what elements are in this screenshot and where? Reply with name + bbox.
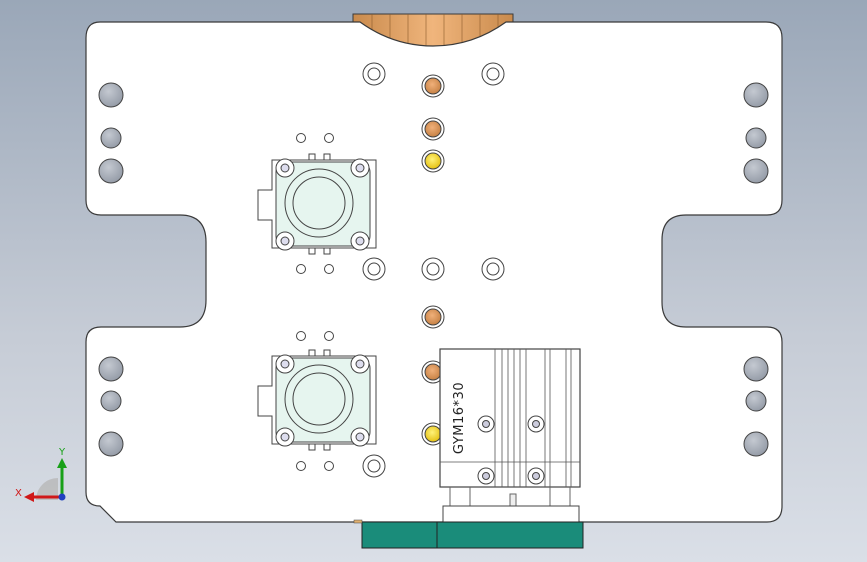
yellow-pins (421, 149, 445, 446)
rotary-clamp-bottom[interactable] (257, 349, 377, 451)
copper-pins (421, 74, 445, 384)
base-block (353, 519, 584, 549)
rotary-clamp-top[interactable] (257, 153, 377, 255)
mounting-bracket (442, 505, 580, 523)
axis-triad: Y X (15, 447, 67, 502)
guided-cylinder[interactable]: GYM16*30 (439, 348, 581, 507)
left-mounting-holes (98, 82, 124, 457)
small-holes (296, 133, 334, 471)
counterbored-screws (362, 62, 505, 478)
right-mounting-holes (743, 82, 769, 457)
cylinder-model-label: GYM16*30 (452, 382, 467, 454)
y-axis-label: Y (58, 447, 66, 458)
x-axis-label: X (15, 488, 22, 499)
